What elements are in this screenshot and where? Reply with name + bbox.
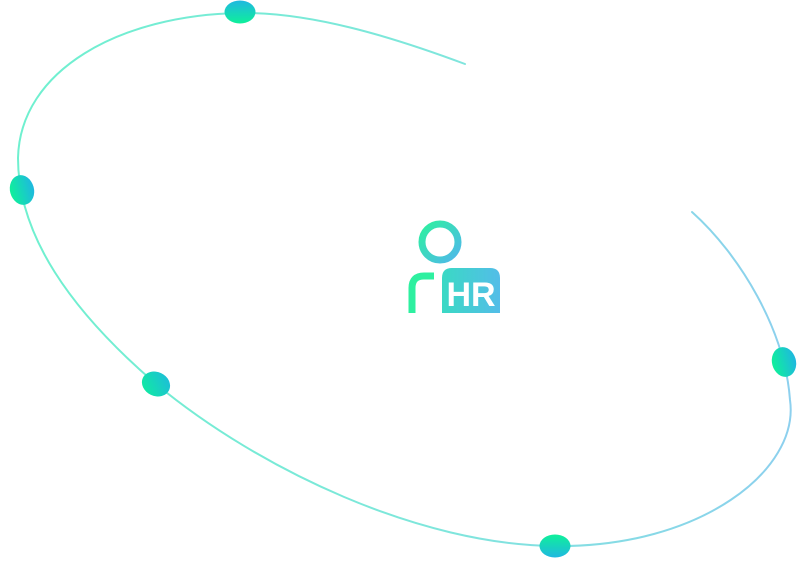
orbit-node-left bbox=[9, 175, 35, 205]
orbit-node-lower-left bbox=[141, 371, 171, 397]
hr-badge bbox=[442, 268, 500, 313]
hr-badge-text: HR bbox=[446, 276, 495, 314]
hr-person-icon: HR bbox=[408, 220, 500, 314]
orbit-node-top bbox=[224, 0, 256, 24]
orbit-node-bottom bbox=[539, 534, 571, 558]
person-head bbox=[418, 220, 462, 264]
person-shoulder bbox=[408, 272, 434, 313]
orbit-path bbox=[16, 11, 792, 548]
orbit-node-right bbox=[771, 347, 797, 377]
